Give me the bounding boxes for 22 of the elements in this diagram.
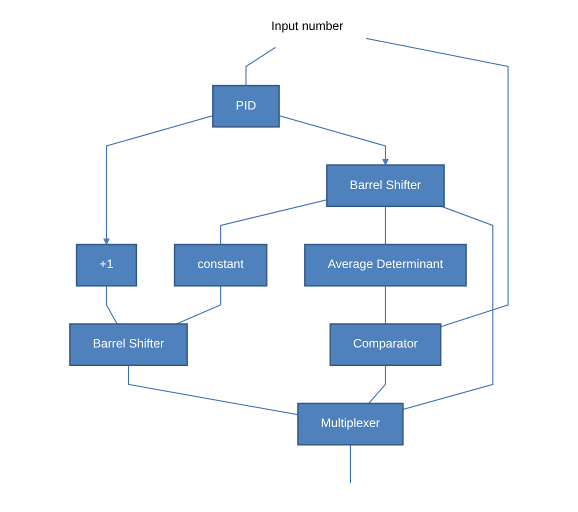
arrow: [103, 115, 214, 245]
node-box: constant: [174, 244, 268, 287]
connector: [350, 444, 351, 483]
node-box: Barrel Shifter: [326, 164, 445, 208]
node-box: PID: [212, 84, 280, 128]
node-box: +1: [76, 244, 138, 287]
node-text: Input number: [271, 20, 344, 33]
node-box: Comparator: [330, 323, 442, 366]
connector: [384, 286, 386, 324]
node-box: Average Determinant: [304, 244, 467, 287]
connector: [245, 46, 276, 86]
node-box: Barrel Shifter: [69, 323, 188, 366]
connector: [106, 286, 118, 324]
node-box: Multiplexer: [297, 402, 404, 446]
connector: [366, 38, 509, 328]
connector: [220, 199, 327, 245]
connector: [402, 206, 494, 410]
connector: [368, 365, 386, 404]
connector: [128, 365, 298, 416]
arrow: [278, 115, 389, 166]
connector: [176, 286, 222, 325]
connector: [384, 206, 386, 245]
